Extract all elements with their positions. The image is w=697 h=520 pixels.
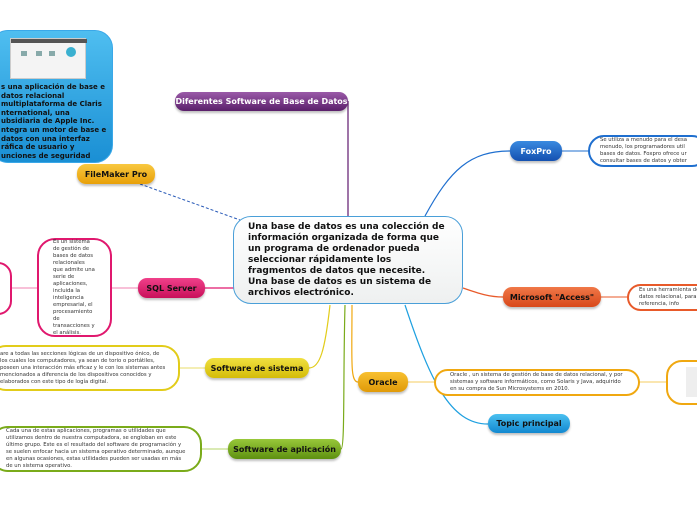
screenshot-thumbnail-icon	[10, 38, 87, 79]
topic-oracle[interactable]: Oracle	[358, 372, 408, 392]
topic-sql-server[interactable]: SQL Server	[138, 278, 205, 298]
topic-principal[interactable]: Topic principal	[488, 414, 570, 433]
central-topic[interactable]: Una base de datos es una colección de in…	[233, 216, 463, 304]
topic-diferentes-software[interactable]: Diferentes Software de Base de Datos	[175, 92, 348, 111]
oracle-image-node	[666, 360, 697, 405]
topic-filemaker-pro[interactable]: FileMaker Pro	[77, 164, 155, 184]
oracle-thumbnail-icon	[686, 367, 697, 397]
topic-foxpro[interactable]: FoxPro	[510, 141, 562, 161]
sql-server-description: Es un sistema de gestión de bases de dat…	[37, 238, 112, 337]
foxpro-description: Se utiliza a menudo para el desa menudo,…	[588, 135, 697, 167]
filemaker-description-card: s una aplicación de base e datos relacio…	[0, 30, 113, 163]
filemaker-description: s una aplicación de base e datos relacio…	[1, 83, 107, 160]
topic-microsoft-access[interactable]: Microsoft "Access"	[503, 287, 601, 307]
sql-server-subnode	[0, 262, 12, 315]
software-aplicacion-description: Cada una de estas aplicaciones, programa…	[0, 426, 202, 472]
oracle-description: Oracle , un sistema de gestión de base d…	[434, 369, 640, 396]
topic-software-de-sistema[interactable]: Software de sistema	[205, 358, 309, 378]
topic-software-de-aplicacion[interactable]: Software de aplicación	[228, 439, 341, 459]
software-sistema-description: are a todas las secciones lógicas de un …	[0, 345, 180, 391]
access-description: Es una herramienta de datos relacional, …	[627, 284, 697, 311]
